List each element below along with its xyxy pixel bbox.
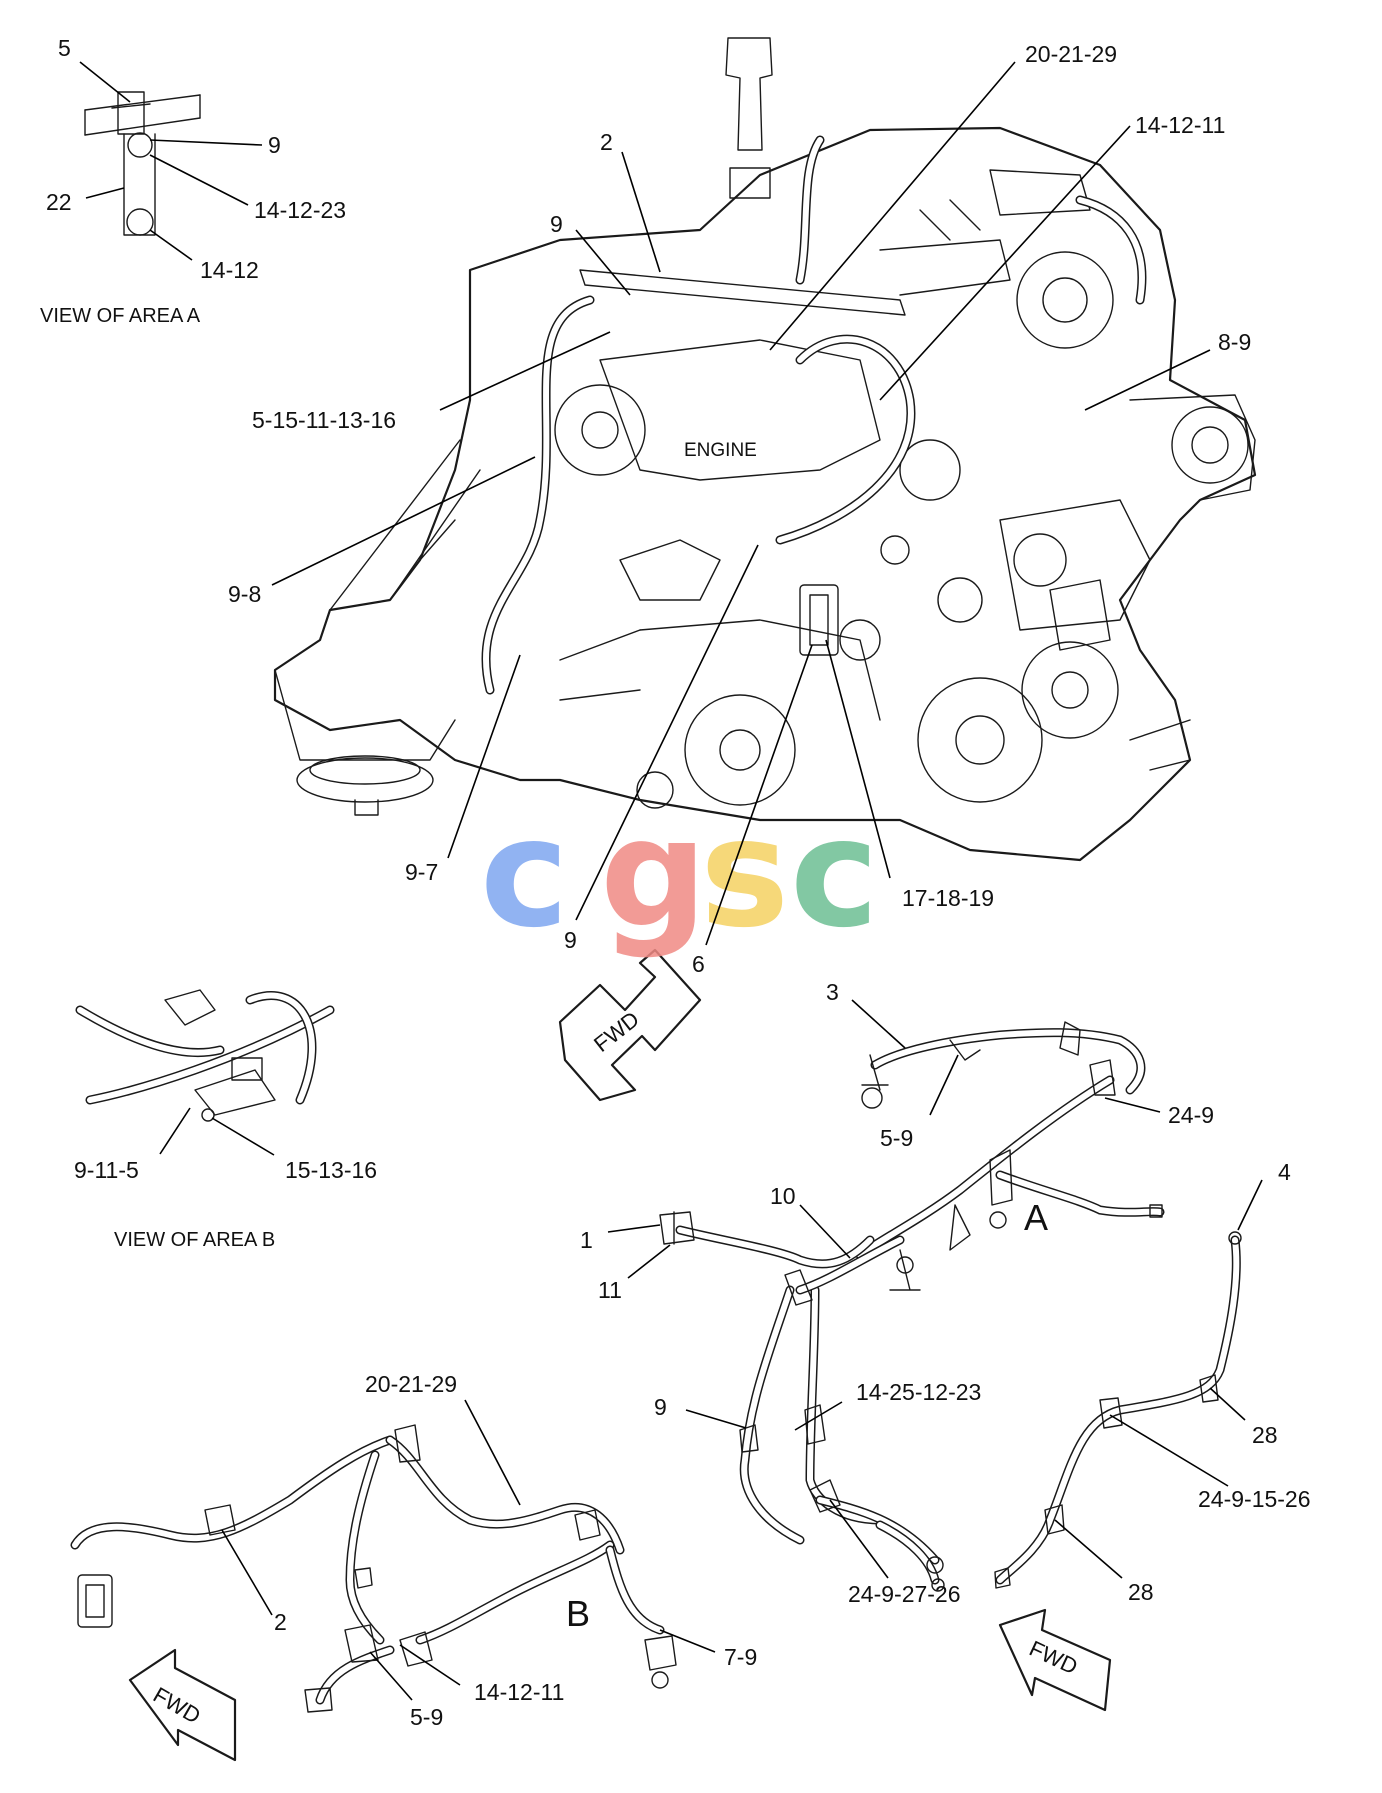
fwd-arrow-bottom-right: FWD [998, 1608, 1112, 1712]
callout-28: 28 [1128, 1579, 1154, 1605]
watermark-letter-1: c [480, 787, 569, 961]
callout-20-21-29: 20-21-29 [1025, 41, 1117, 67]
fwd-label-center: FWD [589, 1006, 644, 1057]
callout-labels: 5 9 14-12-23 22 14-12 2 9 20-21-29 14-12… [46, 35, 1311, 1730]
callout-6: 6 [692, 951, 705, 977]
callout-2: 2 [274, 1609, 287, 1635]
callout-20-21-29: 20-21-29 [365, 1371, 457, 1397]
callout-24-9: 24-9 [1168, 1102, 1214, 1128]
area-b-view-drawing [75, 989, 335, 1122]
callout-14-25-12-23: 14-25-12-23 [856, 1379, 981, 1405]
callout-9-7: 9-7 [405, 859, 438, 885]
harness-bottom-left-drawing [70, 1424, 677, 1713]
fwd-label-bottom-right: FWD [1026, 1636, 1082, 1680]
callout-8-9: 8-9 [1218, 329, 1251, 355]
fwd-label-bottom-left: FWD [149, 1682, 205, 1729]
leader-lines [79, 61, 1263, 1701]
callout-5-9: 5-9 [410, 1704, 443, 1730]
callout-10: 10 [770, 1183, 796, 1209]
callout-9: 9 [550, 211, 563, 237]
callout-28: 28 [1252, 1422, 1278, 1448]
callout-14-12-11: 14-12-11 [1135, 112, 1225, 138]
callout-7-9: 7-9 [724, 1644, 757, 1670]
area-letter-b: B [566, 1593, 590, 1634]
engine-assembly-drawing [273, 37, 1257, 862]
callout-9-11-5: 9-11-5 [74, 1157, 139, 1183]
callout-5-15-11-13-16: 5-15-11-13-16 [252, 407, 396, 433]
harness-upper-right-drawing [855, 1021, 1165, 1291]
callout-2: 2 [600, 129, 613, 155]
callout-17-18-19: 17-18-19 [902, 885, 994, 911]
callout-5: 5 [58, 35, 71, 61]
caption-view-of-area-b: VIEW OF AREA B [114, 1229, 275, 1251]
callout-14-12: 14-12 [200, 257, 259, 283]
callout-3: 3 [826, 979, 839, 1005]
callout-11: 11 [598, 1277, 622, 1303]
fwd-arrow-center: FWD [558, 948, 702, 1102]
harness-right-drawing [994, 1231, 1242, 1589]
fwd-arrow-bottom-left: FWD [128, 1648, 237, 1762]
watermark-letter-3: s [700, 787, 789, 961]
watermark-logo: c g s c [480, 787, 879, 961]
watermark-letter-4: c [790, 787, 879, 961]
callout-5-9: 5-9 [880, 1125, 913, 1151]
callout-22: 22 [46, 189, 72, 215]
engine-label: ENGINE [684, 440, 757, 461]
callout-24-9-27-26: 24-9-27-26 [848, 1581, 961, 1607]
callout-14-12-23: 14-12-23 [254, 197, 346, 223]
callout-24-9-15-26: 24-9-15-26 [1198, 1486, 1311, 1512]
callout-9: 9 [268, 132, 281, 158]
caption-view-of-area-a: VIEW OF AREA A [40, 305, 201, 327]
area-letter-a: A [1024, 1197, 1048, 1238]
engine-harness-drawing [481, 135, 1147, 695]
callout-1: 1 [580, 1227, 593, 1253]
callout-9: 9 [564, 927, 577, 953]
callout-4: 4 [1278, 1159, 1291, 1185]
callout-9: 9 [654, 1394, 667, 1420]
harness-middle-drawing [659, 1211, 945, 1592]
area-a-view-drawing [84, 91, 201, 236]
callout-9-8: 9-8 [228, 581, 261, 607]
callout-14-12-11: 14-12-11 [474, 1679, 564, 1705]
watermark-letter-2: g [600, 787, 707, 961]
callout-15-13-16: 15-13-16 [285, 1157, 377, 1183]
